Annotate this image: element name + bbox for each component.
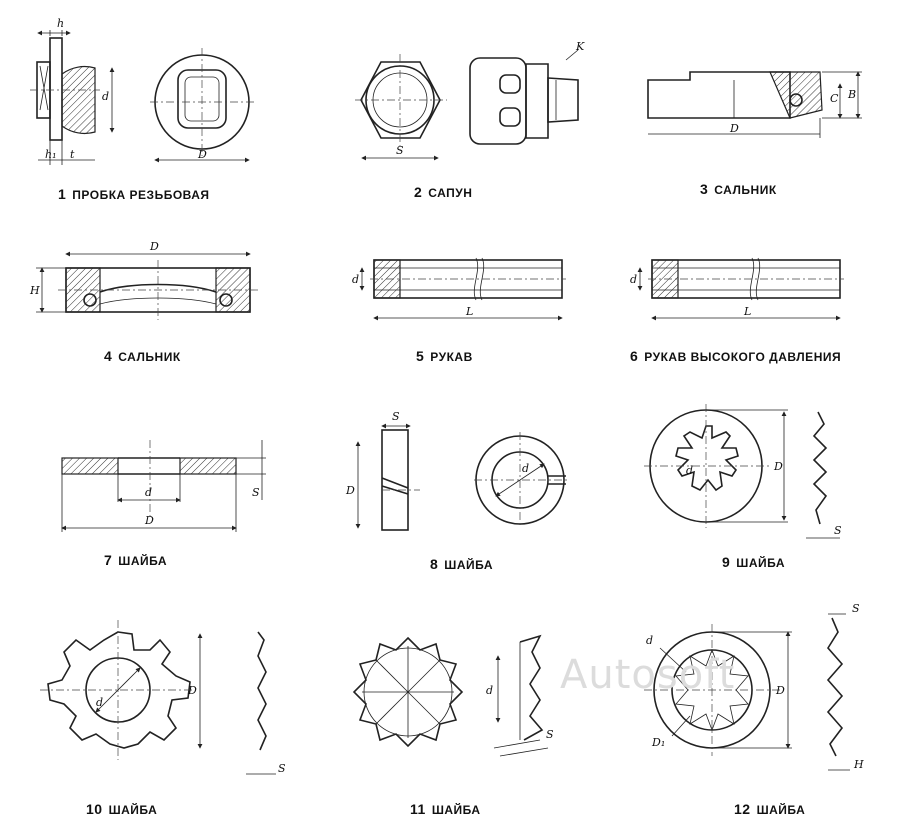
caption-part-6: 6 РУКАВ ВЫСОКОГО ДАВЛЕНИЯ (630, 348, 841, 364)
dim-label: D (345, 484, 355, 497)
part-number: 11 (410, 801, 426, 817)
drawing-hose-5 (359, 257, 566, 321)
part-number: 10 (86, 801, 103, 817)
dim-label: d (646, 634, 653, 647)
dim-label: S (834, 524, 842, 537)
part-name: ШАЙБА (431, 803, 481, 817)
drawing-threaded-plug (30, 30, 255, 165)
part-number: 7 (104, 552, 113, 568)
part-name: ШАЙБА (736, 556, 785, 570)
dim-label: d (102, 90, 109, 103)
dim-label: D (775, 684, 785, 697)
part-name: ШАЙБА (108, 803, 158, 817)
dim-label: L (465, 305, 473, 318)
caption-part-4: 4 САЛЬНИК (104, 348, 181, 364)
dim-label: D (187, 684, 197, 697)
drawing-oil-seal-3 (647, 71, 862, 138)
part-name: САПУН (428, 186, 473, 200)
caption-part-1: 1 ПРОБКА РЕЗЬБОВАЯ (58, 186, 210, 202)
part-name: САЛЬНИК (118, 350, 181, 364)
part-name: ПРОБКА РЕЗЬБОВАЯ (72, 188, 210, 202)
caption-part-8: 8 ШАЙБА (430, 556, 493, 572)
caption-part-2: 2 САПУН (414, 184, 472, 200)
dim-label: S (252, 486, 260, 499)
caption-part-10: 10 ШАЙБА (86, 801, 157, 817)
dim-label: h (57, 17, 64, 30)
part-number: 2 (414, 184, 423, 200)
drawing-oil-seal-4 (36, 251, 258, 320)
caption-part-5: 5 РУКАВ (416, 348, 473, 364)
caption-part-12: 12 ШАЙБА (734, 801, 805, 817)
drawing-external-tooth-washer (40, 620, 276, 775)
drawing-breather (355, 49, 579, 161)
dim-label: S (392, 410, 400, 423)
caption-part-9: 9 ШАЙБА (722, 554, 785, 570)
part-name: РУКАВ (430, 350, 473, 364)
part-name: ШАЙБА (756, 803, 806, 817)
dim-label: d (145, 486, 152, 499)
dim-label: D (149, 240, 159, 253)
drawing-conical-washer (352, 634, 549, 757)
caption-part-11: 11 ШАЙБА (410, 801, 481, 817)
dim-label: d (486, 684, 493, 697)
part-number: 12 (734, 801, 751, 817)
dim-label: t (70, 148, 75, 161)
dim-label: H (853, 758, 864, 771)
watermark: Autosoft (560, 652, 736, 698)
part-number: 8 (430, 556, 439, 572)
dim-label: D (197, 148, 207, 161)
dim-label: C (830, 92, 839, 105)
part-number: 9 (722, 554, 731, 570)
dim-label: d (522, 462, 529, 475)
dim-label: S (852, 602, 860, 615)
dim-label: D₁ (651, 736, 665, 749)
dim-label: K (575, 40, 585, 53)
dim-label: D (144, 514, 154, 527)
dim-label: H (29, 284, 40, 297)
dim-label: D (773, 460, 783, 473)
dim-label: S (546, 728, 554, 741)
part-number: 6 (630, 348, 639, 364)
drawing-hose-6 (637, 257, 844, 321)
part-name: САЛЬНИК (714, 183, 777, 197)
drawing-spring-washer (355, 423, 570, 531)
dim-label: L (743, 305, 751, 318)
dim-label: D (729, 122, 739, 135)
dim-label: h₁ (45, 148, 57, 161)
part-name: ШАЙБА (444, 558, 493, 572)
caption-part-3: 3 САЛЬНИК (700, 181, 777, 197)
dim-label: S (278, 762, 286, 775)
dim-label: S (396, 144, 404, 157)
part-name: ШАЙБА (118, 554, 167, 568)
part-name: РУКАВ ВЫСОКОГО ДАВЛЕНИЯ (644, 350, 842, 364)
part-number: 5 (416, 348, 425, 364)
dim-label: d (686, 464, 693, 477)
dim-label: d (352, 273, 359, 286)
drawing-toothed-washer-12 (644, 613, 850, 771)
dim-label: d (96, 696, 103, 709)
part-number: 4 (104, 348, 113, 364)
part-number: 1 (58, 186, 67, 202)
drawing-internal-tooth-washer (644, 404, 840, 539)
dim-label: B (847, 88, 856, 101)
dim-label: d (630, 273, 637, 286)
drawing-flat-washer (61, 440, 266, 532)
caption-part-7: 7 ШАЙБА (104, 552, 167, 568)
part-number: 3 (700, 181, 709, 197)
